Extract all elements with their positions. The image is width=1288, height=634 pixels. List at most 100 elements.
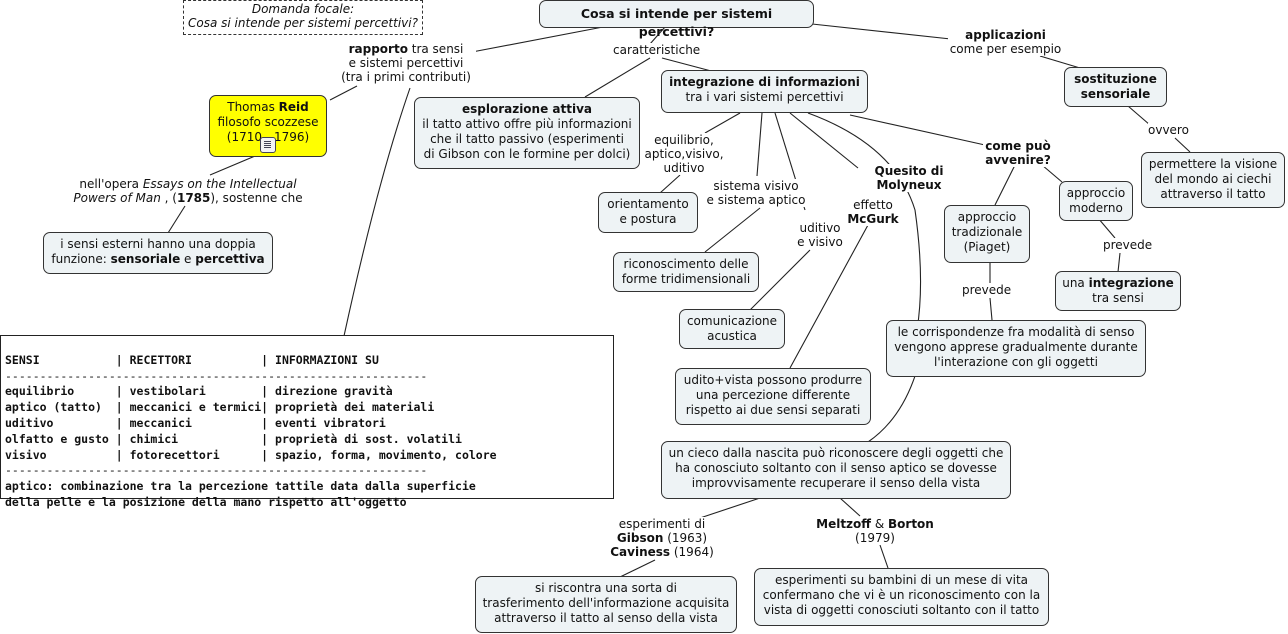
reid-bold: Reid: [278, 100, 309, 114]
comunicazione-line2: acustica: [707, 329, 757, 343]
node-cieco-nascita[interactable]: un cieco dalla nascita può riconoscere d…: [661, 441, 1011, 499]
node-thomas-reid[interactable]: Thomas Reid filosofo scozzese (1710 - 17…: [209, 95, 327, 157]
cieco-line1: un cieco dalla nascita può riconoscere d…: [668, 446, 1004, 460]
sostituzione-line1: sostituzione: [1074, 72, 1157, 86]
node-approccio-moderno[interactable]: approccio moderno: [1059, 181, 1133, 221]
link-come-puo: come può avvenire?: [983, 139, 1053, 167]
bambini-line2: confermano che vi è un riconoscimento co…: [762, 588, 1041, 602]
link-opera-post: ), sostenne che: [210, 191, 303, 205]
udito-line3: rispetto ai due sensi separati: [685, 403, 861, 417]
node-sensi-esterni[interactable]: i sensi esterni hanno una doppia funzion…: [43, 232, 273, 274]
riconoscimento-line2: forme tridimensionali: [621, 272, 751, 286]
link-opera-year: 1785: [176, 191, 211, 205]
tradizionale-line3: (Piaget): [963, 240, 1011, 254]
permettere-line2: del mondo ai ciechi: [1154, 172, 1272, 186]
link-prevede-left: prevede: [962, 283, 1012, 297]
integ2-pre: una: [1062, 276, 1089, 290]
moderno-line1: approccio: [1066, 186, 1126, 200]
focal-question: Domanda focale: Cosa si intende per sist…: [183, 0, 423, 35]
sensi-2d: percettiva: [195, 252, 265, 266]
link-come-per-esempio: come per esempio: [949, 42, 1062, 56]
link-quesito-1: Quesito di: [874, 164, 944, 178]
esplorazione-line3: di Gibson con le formine per dolci): [423, 147, 631, 161]
orientamento-line1: orientamento: [607, 197, 689, 211]
sensi-2c: e: [180, 252, 196, 266]
link-effetto-2: McGurk: [847, 212, 899, 226]
link-effetto-1: effetto: [853, 198, 893, 212]
link-rapporto-line2: e sistemi percettivi: [348, 56, 464, 70]
integrazione-title: integrazione di informazioni: [669, 75, 860, 89]
link-quesito-2: Molyneux: [876, 178, 942, 192]
node-udito-vista[interactable]: udito+vista possono produrre una percezi…: [675, 368, 871, 425]
esplorazione-line1: il tatto attivo offre più informazioni: [422, 117, 632, 131]
node-orientamento-postura[interactable]: orientamento e postura: [598, 192, 698, 233]
link-uditivo-1: uditivo: [799, 221, 841, 235]
tradizionale-line1: approccio: [957, 210, 1017, 224]
link-opera-title2: Powers of Man: [73, 191, 161, 205]
cieco-line2: ha conosciuto soltanto con il senso apti…: [675, 461, 997, 475]
link-opera-pre: nell'opera: [79, 177, 143, 191]
link-opera-title1: Essays on the Intellectual: [142, 177, 297, 191]
table-rule-2: ----------------------------------------…: [5, 463, 428, 478]
main-concept[interactable]: Cosa si intende per sistemi percettivi?: [539, 0, 814, 39]
sensi-line1: i sensi esterni hanno una doppia: [60, 237, 256, 251]
riconoscimento-line1: riconoscimento delle: [623, 257, 749, 271]
node-comunicazione-acustica[interactable]: comunicazione acustica: [679, 309, 785, 349]
node-sostituzione-sensoriale[interactable]: sostituzione sensoriale: [1064, 67, 1167, 107]
link-come-puo-1: come può: [985, 139, 1051, 153]
node-riconoscimento-forme[interactable]: riconoscimento delle forme tridimensiona…: [613, 252, 759, 292]
note-attachment-icon[interactable]: [260, 137, 276, 153]
link-applicazioni-bold: applicazioni: [965, 28, 1046, 42]
link-amp: &: [871, 517, 889, 531]
link-uditivo: uditivo e visivo: [795, 221, 845, 249]
integ2-bold: integrazione: [1088, 276, 1174, 290]
link-esp-caviness: Caviness: [610, 545, 671, 559]
senses-table[interactable]: SENSI | RECETTORI | INFORMAZIONI SU-----…: [0, 335, 614, 509]
link-esperimenti: esperimenti di Gibson (1963) Caviness (1…: [602, 517, 722, 559]
trasf-line2: trasferimento dell'informazione acquisit…: [482, 596, 730, 610]
link-rapporto-rest: tra sensi: [407, 42, 464, 56]
node-integrazione-informazioni[interactable]: integrazione di informazioni tra i vari …: [661, 70, 868, 113]
orientamento-line2: e postura: [619, 212, 677, 226]
link-caratteristiche: caratteristiche: [613, 43, 701, 57]
link-opera: nell'opera Essays on the Intellectual Po…: [68, 177, 308, 205]
link-esp-gibson-year: (1963): [663, 531, 708, 545]
node-trasferimento[interactable]: si riscontra una sorta di trasferimento …: [475, 576, 737, 633]
comunicazione-line1: comunicazione: [686, 314, 778, 328]
node-esperimenti-bambini[interactable]: esperimenti su bambini di un mese di vit…: [754, 568, 1049, 626]
link-esperimenti-1: esperimenti di: [618, 517, 706, 531]
link-rapporto: rapporto tra sensi e sistemi percettivi …: [336, 42, 476, 84]
node-esplorazione-attiva[interactable]: esplorazione attiva il tatto attivo offr…: [414, 97, 640, 169]
table-rule: ----------------------------------------…: [5, 368, 428, 383]
link-equilibrio: equilibrio, aptico,visivo, uditivo: [644, 133, 724, 175]
sensi-2a: funzione:: [51, 252, 111, 266]
link-esp-gibson: Gibson: [616, 531, 664, 545]
link-prevede-right: prevede: [1103, 238, 1153, 252]
table-row: equilibrio | vestibolari | direzione gra…: [5, 384, 393, 399]
link-equilibrio-2: aptico,visivo,: [644, 147, 724, 161]
node-integrazione-sensi[interactable]: una integrazione tra sensi: [1055, 271, 1181, 311]
table-row: aptico (tatto) | meccanici e termici| pr…: [5, 400, 435, 415]
integrazione-line1: tra i vari sistemi percettivi: [685, 90, 844, 104]
corrisp-line3: l'interazione con gli oggetti: [934, 355, 1098, 369]
link-borton-name: Borton: [888, 517, 934, 531]
focal-line-2: Cosa si intende per sistemi percettivi?: [188, 16, 418, 30]
link-sistema-1: sistema visivo: [713, 179, 799, 193]
cieco-line3: improvvisamente recuperare il senso dell…: [691, 476, 981, 490]
corrisp-line2: vengono apprese gradualmente durante: [894, 340, 1138, 354]
moderno-line2: moderno: [1069, 201, 1123, 215]
link-esp-caviness-year: (1964): [670, 545, 714, 559]
table-header: SENSI | RECETTORI | INFORMAZIONI SU: [5, 352, 379, 367]
table-row: visivo | fotorecettori | spazio, forma, …: [5, 447, 497, 462]
node-permettere-visione[interactable]: permettere la visione del mondo ai ciech…: [1141, 152, 1285, 208]
node-approccio-tradizionale[interactable]: approccio tradizionale (Piaget): [944, 205, 1030, 263]
bambini-line1: esperimenti su bambini di un mese di vit…: [774, 573, 1029, 587]
esplorazione-line2: che il tatto passivo (esperimenti: [430, 132, 624, 146]
link-sistema-2: e sistema aptico: [706, 193, 806, 207]
sostituzione-line2: sensoriale: [1080, 87, 1151, 101]
main-concept-label: Cosa si intende per sistemi percettivi?: [580, 6, 773, 39]
link-come-puo-2: avvenire?: [985, 153, 1051, 167]
sensi-2b: sensoriale: [110, 252, 181, 266]
node-corrispondenze[interactable]: le corrispondenze fra modalità di senso …: [886, 320, 1146, 377]
